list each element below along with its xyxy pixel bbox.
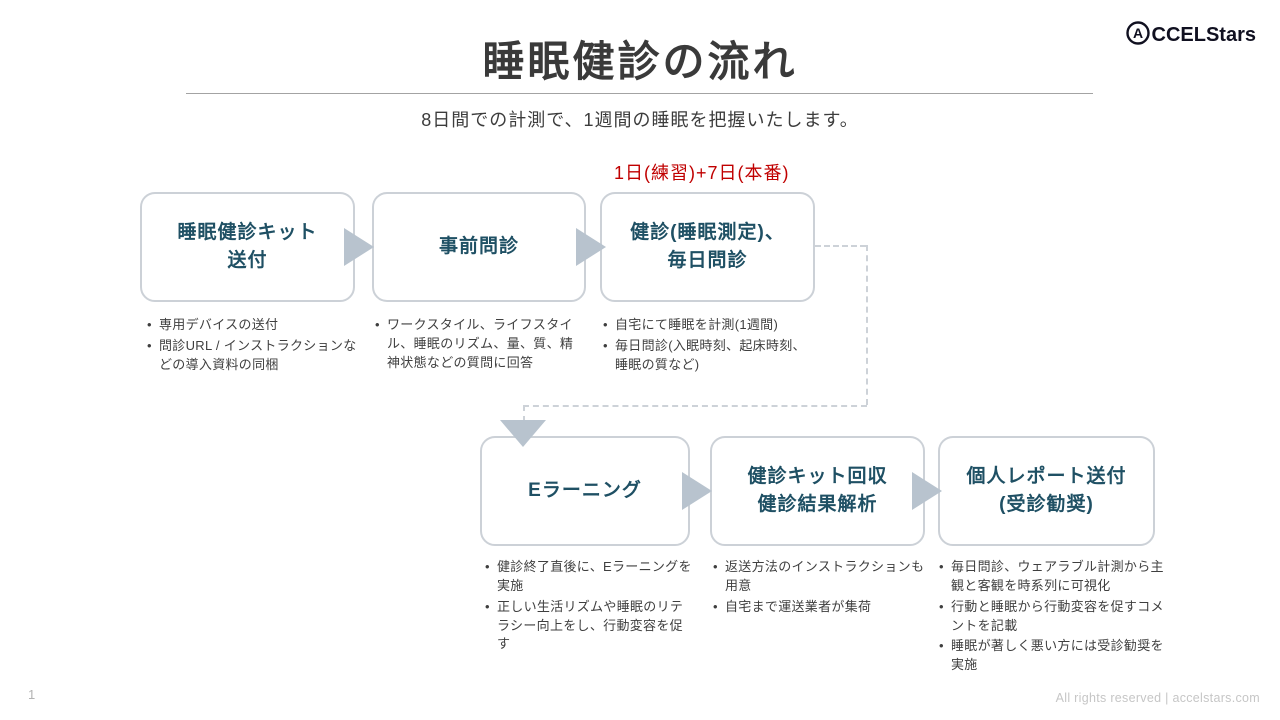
bullet-item: 健診終了直後に、Eラーニングを実施 bbox=[484, 558, 692, 596]
svg-text:A: A bbox=[1132, 25, 1142, 41]
arrow-down-icon bbox=[500, 420, 546, 447]
flow-step-kit-return: 健診キット回収 健診結果解析 bbox=[710, 436, 925, 546]
bullet-item: 行動と睡眠から行動変容を促すコメントを記載 bbox=[938, 598, 1164, 636]
dashed-connector-right bbox=[866, 245, 868, 405]
arrow-right-icon bbox=[344, 228, 374, 266]
step-notes-report: 毎日問診、ウェアラブル計測から主観と客観を時系列に可視化行動と睡眠から行動変容を… bbox=[938, 558, 1164, 677]
bullet-item: 問診URL / インストラクションなどの導入資料の同梱 bbox=[146, 337, 358, 375]
dashed-connector-left bbox=[523, 405, 525, 422]
bullet-item: 専用デバイスの送付 bbox=[146, 316, 358, 335]
logo-text: CCELStars bbox=[1151, 24, 1256, 46]
step-notes-kit-delivery: 専用デバイスの送付問診URL / インストラクションなどの導入資料の同梱 bbox=[146, 316, 358, 377]
arrow-right-icon bbox=[682, 472, 712, 510]
arrow-right-icon bbox=[576, 228, 606, 266]
slide-subtitle: 8日間での計測で、1週間の睡眠を把握いたします。 bbox=[421, 110, 859, 130]
flow-step-report: 個人レポート送付 (受診勧奨) bbox=[938, 436, 1155, 546]
bullet-item: 返送方法のインストラクションも用意 bbox=[712, 558, 926, 596]
dashed-connector-top bbox=[815, 245, 866, 247]
logo-a-icon: A bbox=[1125, 20, 1151, 51]
bullet-item: 毎日問診、ウェアラブル計測から主観と客観を時系列に可視化 bbox=[938, 558, 1164, 596]
step-notes-kit-return: 返送方法のインストラクションも用意自宅まで運送業者が集荷 bbox=[712, 558, 926, 619]
bullet-item: 自宅にて睡眠を計測(1週間) bbox=[602, 316, 814, 335]
step-notes-elearning: 健診終了直後に、Eラーニングを実施正しい生活リズムや睡眠のリテラシー向上をし、行… bbox=[484, 558, 692, 656]
footer-text: All rights reserved | accelstars.com bbox=[1055, 691, 1260, 705]
flow-step-elearning: Eラーニング bbox=[480, 436, 690, 546]
arrow-right-icon bbox=[912, 472, 942, 510]
step-notes-measurement: 自宅にて睡眠を計測(1週間) 毎日問診(入眠時刻、起床時刻、睡眠の質など) bbox=[602, 316, 814, 377]
page-number: 1 bbox=[28, 687, 36, 702]
bullet-item: 自宅まで運送業者が集荷 bbox=[712, 598, 926, 617]
flow-step-measurement: 健診(睡眠測定)、 毎日問診 bbox=[600, 192, 815, 302]
duration-annotation: 1日(練習)+7日(本番) bbox=[614, 163, 790, 183]
bullet-item: 正しい生活リズムや睡眠のリテラシー向上をし、行動変容を促す bbox=[484, 598, 692, 655]
page-title: 睡眠健診の流れ bbox=[482, 38, 798, 85]
bullet-item: 毎日問診(入眠時刻、起床時刻、睡眠の質など) bbox=[602, 337, 814, 375]
accelstars-logo: A CCELStars bbox=[1125, 20, 1256, 51]
dashed-connector-bottom bbox=[523, 405, 867, 407]
bullet-item: ワークスタイル、ライフスタイル、睡眠のリズム、量、質、精神状態などの質問に回答 bbox=[374, 316, 584, 373]
title-divider bbox=[186, 93, 1093, 94]
bullet-item: 睡眠が著しく悪い方には受診勧奨を実施 bbox=[938, 637, 1164, 675]
flow-step-pre-interview: 事前問診 bbox=[372, 192, 586, 302]
flow-step-kit-delivery: 睡眠健診キット 送付 bbox=[140, 192, 355, 302]
step-notes-pre-interview: ワークスタイル、ライフスタイル、睡眠のリズム、量、質、精神状態などの質問に回答 bbox=[374, 316, 584, 375]
